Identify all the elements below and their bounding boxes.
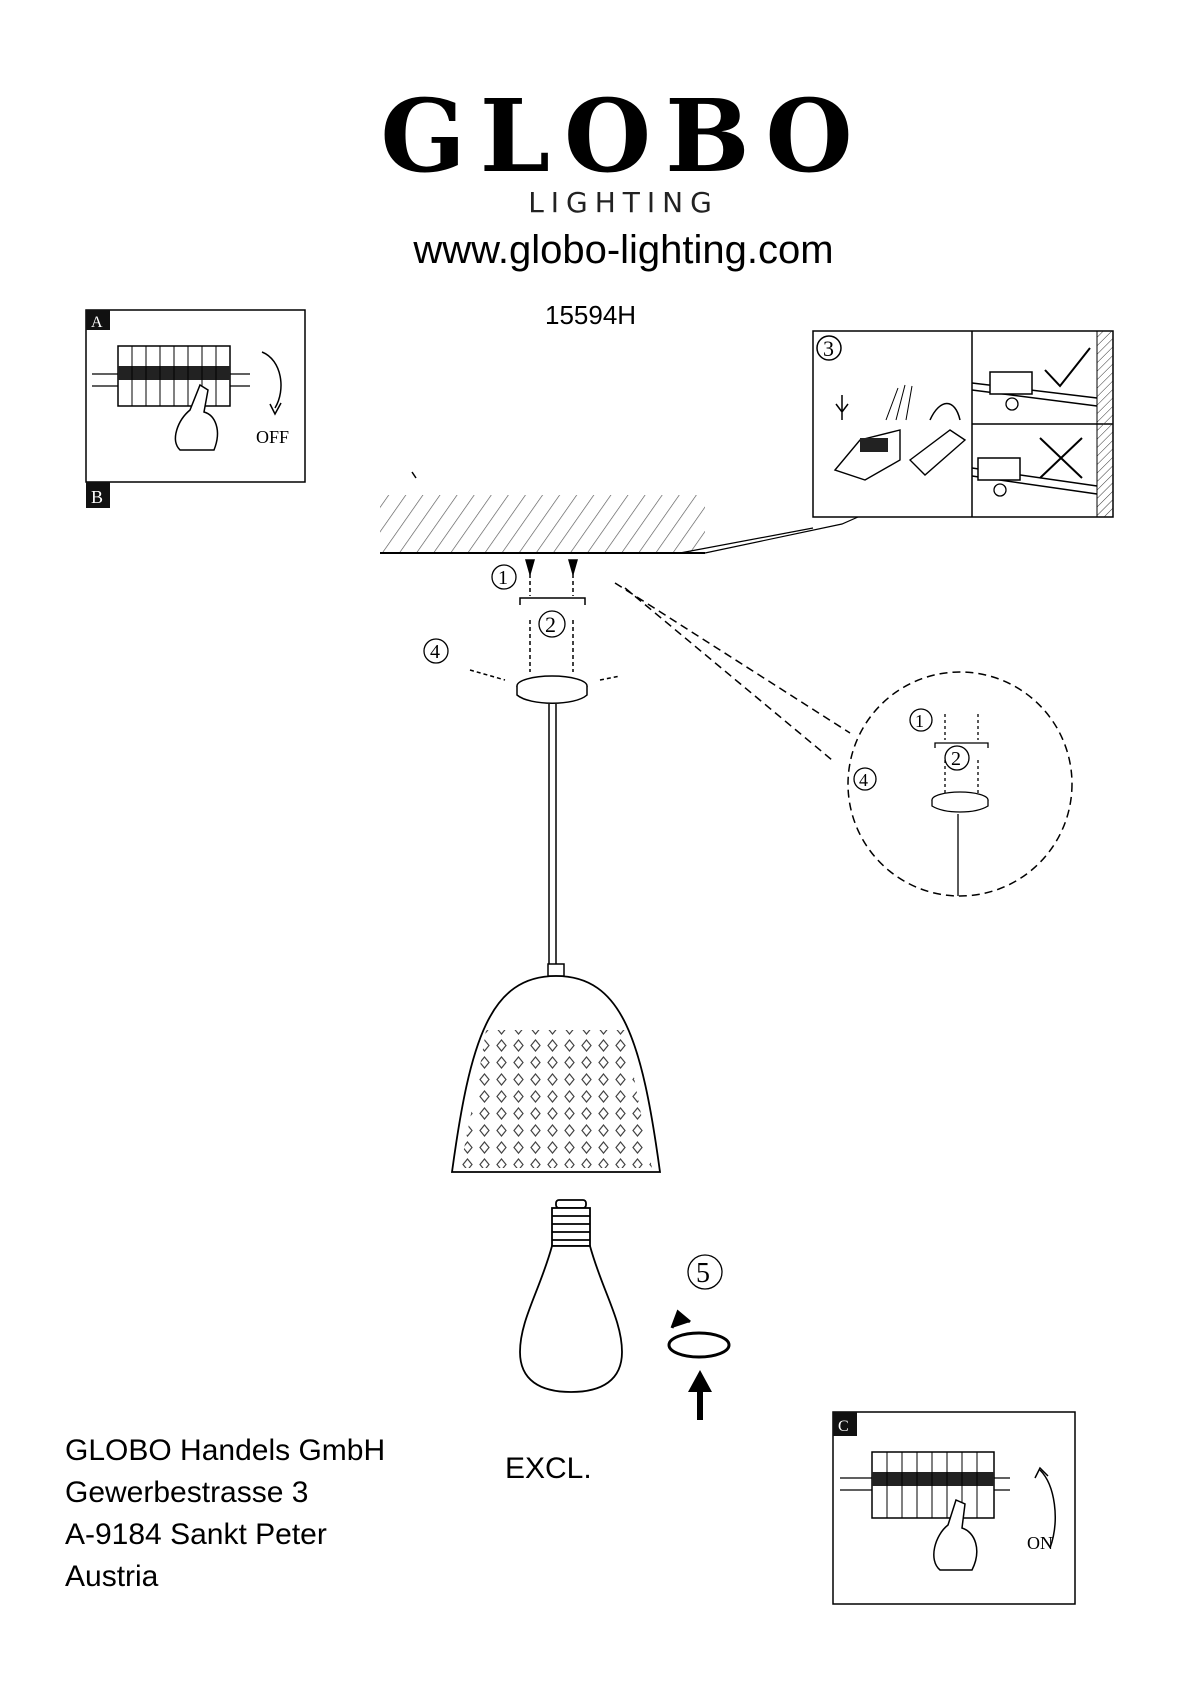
model-number: 15594H <box>545 300 637 330</box>
brand-logo: GLOBO <box>380 77 867 195</box>
brand-tagline: LIGHTING <box>528 186 719 219</box>
panel-wiring <box>812 330 1114 518</box>
hand-icon <box>174 383 219 451</box>
step-5-label: 5 <box>696 1258 710 1289</box>
circuit-breaker-icon <box>840 1451 1010 1519</box>
on-label: ON <box>1027 1533 1053 1553</box>
arrow-up-icon <box>688 1370 712 1420</box>
ceiling <box>380 471 859 554</box>
company-country: Austria <box>65 1560 159 1593</box>
step-3-label: 3 <box>823 336 834 361</box>
website-url[interactable]: www.globo-lighting.com <box>413 228 834 272</box>
step-2-label: 2 <box>545 612 556 637</box>
mounting-assembly <box>469 559 621 968</box>
rotate-up-icon <box>1039 1469 1056 1549</box>
step-4-label: 4 <box>430 641 440 663</box>
detail-callout <box>847 671 1073 897</box>
panel-a-label: A <box>91 314 103 331</box>
step-1-label: 1 <box>498 567 508 589</box>
detail-step-2-label: 2 <box>951 748 961 770</box>
panel-power-on <box>832 1411 1076 1605</box>
connector-incorrect <box>971 437 1098 497</box>
hand-icon <box>933 1498 978 1571</box>
cross-icon <box>1039 437 1083 479</box>
detail-step-4-label: 4 <box>859 770 868 790</box>
lamp-shade <box>450 963 662 1173</box>
connector-drawing <box>833 384 967 481</box>
detail-step-1-label: 1 <box>915 711 924 731</box>
connector-correct <box>971 347 1098 411</box>
circuit-breaker-icon <box>92 345 250 407</box>
panel-c-label: C <box>838 1418 849 1435</box>
company-address: GLOBO Handels GmbH Gewerbestrasse 3 A-91… <box>65 1430 385 1598</box>
step-badges <box>423 564 970 1290</box>
company-street: Gewerbestrasse 3 <box>65 1476 309 1509</box>
off-label: OFF <box>256 427 289 447</box>
bulb-icon <box>519 1199 623 1393</box>
rotate-down-icon <box>261 351 282 409</box>
panel-b-label: B <box>91 487 103 507</box>
company-name: GLOBO Handels GmbH <box>65 1434 386 1467</box>
checkmark-icon <box>1044 347 1091 388</box>
company-city: A-9184 Sankt Peter <box>65 1518 327 1551</box>
bulb-excluded-note: EXCL. <box>505 1452 592 1485</box>
rotate-icon <box>667 1309 731 1359</box>
panel-power-off <box>85 309 306 508</box>
